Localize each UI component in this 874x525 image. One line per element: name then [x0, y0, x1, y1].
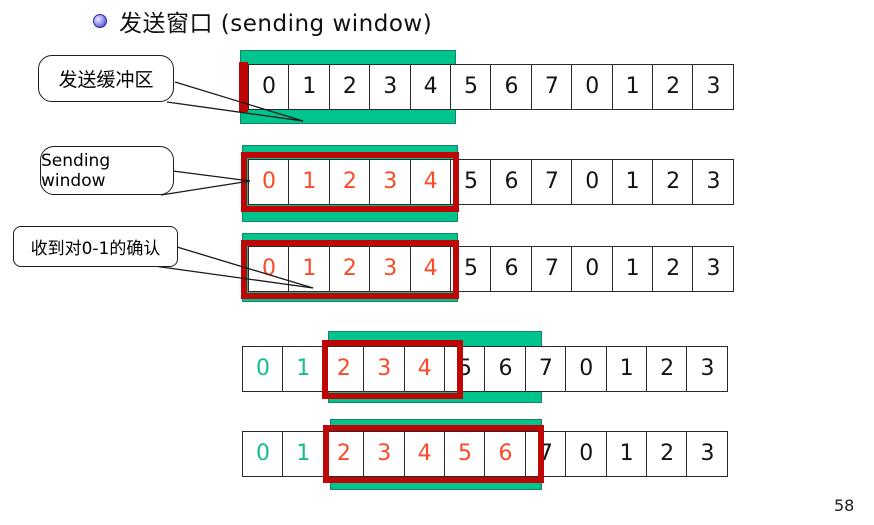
sequence-cell: 6 [484, 346, 527, 392]
sequence-cell: 2 [322, 431, 365, 477]
sequence-cell: 0 [571, 64, 614, 110]
sequence-cell: 2 [328, 159, 371, 205]
window-start-marker [239, 62, 248, 112]
sequence-cell: 2 [328, 246, 371, 292]
sequence-cell: 0 [565, 346, 608, 392]
sequence-cell: 1 [282, 431, 325, 477]
sequence-cell: 0 [565, 431, 608, 477]
sequence-cell: 1 [611, 159, 654, 205]
sending-window-callout: Sending window [40, 146, 174, 195]
sequence-cell: 6 [484, 431, 527, 477]
sequence-cell: 1 [611, 64, 654, 110]
sequence-cell: 3 [363, 431, 406, 477]
sequence-cell: 1 [288, 159, 331, 205]
sequence-cell: 1 [605, 346, 648, 392]
sequence-cell: 3 [686, 346, 729, 392]
sequence-cell: 2 [646, 431, 689, 477]
sequence-cell: 5 [444, 431, 487, 477]
slide-title: 发送窗口 (sending window) [93, 4, 432, 38]
ack-received-callout: 收到对0-1的确认 [13, 226, 178, 267]
sequence-cell: 4 [409, 159, 452, 205]
sequence-cell: 6 [490, 246, 533, 292]
sequence-cell: 7 [530, 64, 573, 110]
page-number: 58 [834, 496, 855, 515]
sequence-cell: 0 [248, 159, 290, 205]
send-buffer-callout: 发送缓冲区 [38, 55, 174, 102]
sequence-cell: 5 [444, 346, 487, 392]
callout-line [160, 180, 251, 196]
sequence-cell: 4 [403, 431, 446, 477]
sequence-cell: 5 [450, 246, 493, 292]
sending-window-label: Sending window [41, 150, 111, 191]
sequence-cell: 5 [450, 64, 493, 110]
sequence-cell: 1 [288, 246, 331, 292]
sequence-cell: 0 [571, 159, 614, 205]
sequence-cell: 3 [369, 246, 412, 292]
sequence-cell: 2 [652, 246, 695, 292]
sequence-cell: 0 [242, 431, 284, 477]
sequence-cell: 0 [571, 246, 614, 292]
sequence-cell: 1 [611, 246, 654, 292]
sequence-cell: 4 [403, 346, 446, 392]
sequence-cell: 3 [692, 246, 735, 292]
bullet-icon [93, 14, 107, 28]
sequence-cell: 3 [369, 64, 412, 110]
sequence-cell: 3 [692, 64, 735, 110]
slide-title-text: 发送窗口 (sending window) [119, 11, 433, 37]
sequence-cell: 0 [248, 246, 290, 292]
sequence-cell: 2 [652, 159, 695, 205]
sequence-cell: 3 [692, 159, 735, 205]
sequence-cell: 2 [652, 64, 695, 110]
sequence-cell: 2 [328, 64, 371, 110]
sequence-cell: 5 [450, 159, 493, 205]
sequence-cell: 2 [322, 346, 365, 392]
ack-received-label: 收到对0-1的确认 [30, 239, 161, 259]
sequence-cell: 3 [363, 346, 406, 392]
sequence-cell: 1 [605, 431, 648, 477]
sequence-cell: 0 [242, 346, 284, 392]
sequence-cell: 3 [686, 431, 729, 477]
sequence-cell: 2 [646, 346, 689, 392]
sequence-cell: 7 [524, 431, 567, 477]
sequence-cell: 1 [288, 64, 331, 110]
sequence-cell: 6 [490, 159, 533, 205]
send-buffer-label: 发送缓冲区 [58, 69, 154, 91]
sequence-cell: 4 [409, 64, 452, 110]
sequence-cell: 4 [409, 246, 452, 292]
sequence-cell: 7 [530, 246, 573, 292]
sequence-cell: 7 [524, 346, 567, 392]
sequence-cell: 0 [248, 64, 290, 110]
sequence-cell: 7 [530, 159, 573, 205]
sequence-cell: 3 [369, 159, 412, 205]
sequence-cell: 1 [282, 346, 325, 392]
callout-line [172, 170, 251, 182]
sequence-cell: 6 [490, 64, 533, 110]
